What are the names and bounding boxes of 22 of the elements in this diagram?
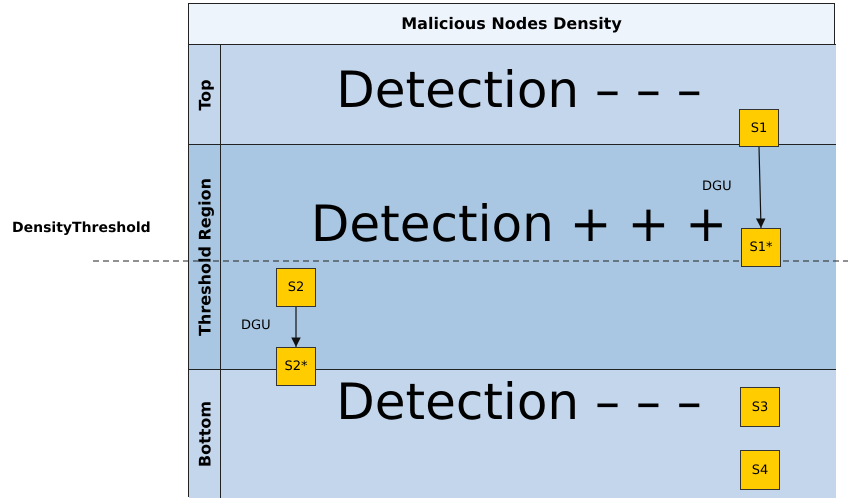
swimlane xyxy=(189,44,836,144)
swimlane xyxy=(189,369,836,498)
arrow xyxy=(291,307,301,347)
lane-text: Detection – – – xyxy=(336,61,702,119)
lane-title: Bottom xyxy=(195,400,214,468)
lane-text: Detection + + + xyxy=(310,195,728,253)
node-box: S2 xyxy=(276,268,316,307)
lane-title: Threshold Region xyxy=(195,178,214,336)
pool-frame xyxy=(188,3,835,497)
threshold-label: DensityThreshold xyxy=(12,220,151,236)
pool-title: Malicious Nodes Density xyxy=(400,13,623,35)
node-box: S3 xyxy=(740,387,780,427)
arrow xyxy=(756,146,766,228)
edge-label: DGU xyxy=(702,178,732,194)
node-box: S1 xyxy=(739,109,779,147)
lane-title: Top xyxy=(195,78,214,110)
swimlane xyxy=(189,144,836,369)
lane-text: Detection – – – xyxy=(336,373,702,431)
node-box: S4 xyxy=(740,450,780,490)
node-box: S2* xyxy=(276,347,316,386)
edge-label: DGU xyxy=(241,318,271,333)
node-box: S1* xyxy=(741,228,781,267)
